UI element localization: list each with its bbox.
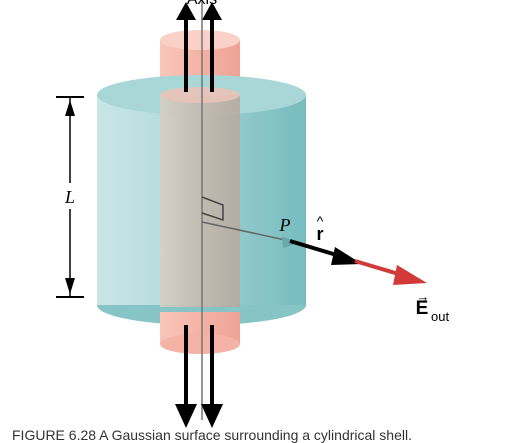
right-angle-marker [201, 196, 224, 222]
point-label: P [279, 215, 291, 235]
length-label: L [64, 187, 75, 207]
unit-vector-hat: ^ [317, 213, 324, 229]
radial-line [201, 221, 291, 242]
axial-arrows-top [176, 2, 222, 92]
electric-field-arrow [354, 259, 427, 285]
figure-caption: FIGURE 6.28 A Gaussian surface surroundi… [12, 427, 412, 443]
field-label-sub: out [431, 309, 449, 324]
length-dimension [56, 96, 84, 298]
axial-arrows-bottom [175, 325, 223, 428]
field-label-main: E [416, 298, 429, 319]
unit-vector-label: r [316, 224, 323, 244]
field-label-arrow: → [417, 289, 430, 304]
unit-vector-arrow [289, 239, 362, 265]
charged-rod-bottom [160, 312, 240, 354]
charged-rod-inside [160, 87, 240, 307]
top-axis-label: Axis [187, 0, 217, 8]
